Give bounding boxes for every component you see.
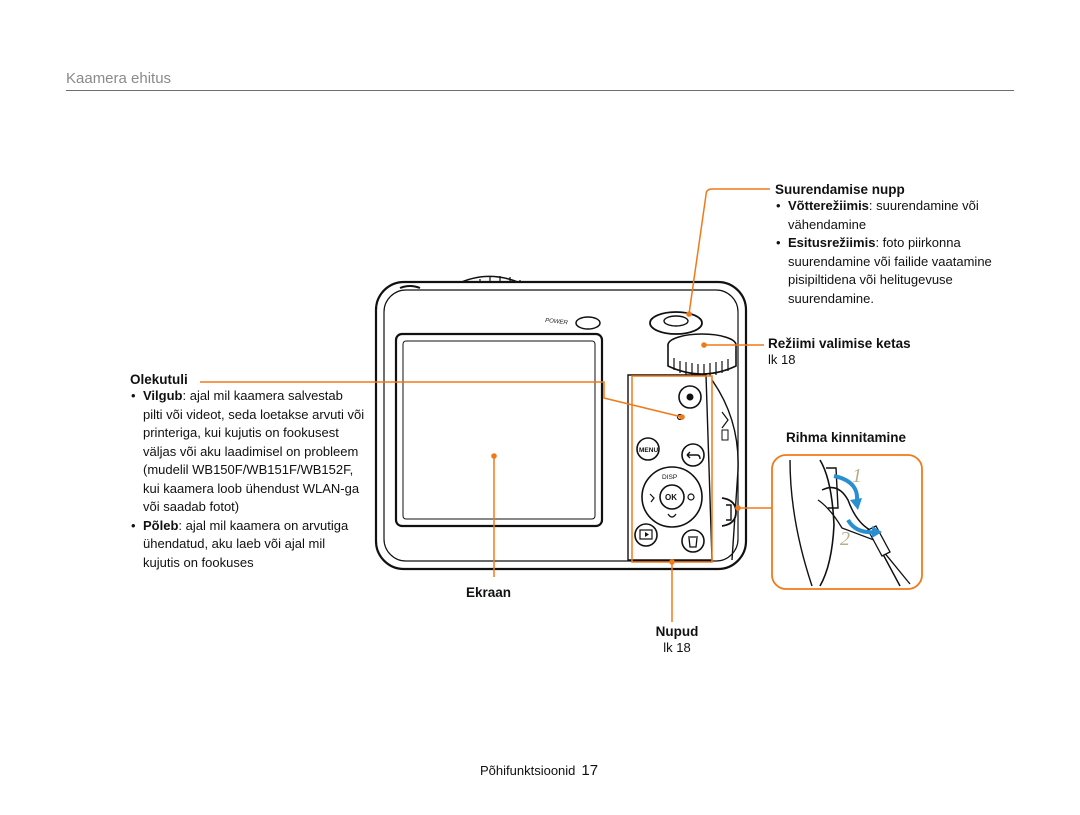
- power-button-graphic: POWER: [545, 316, 601, 330]
- ok-label: OK: [665, 493, 677, 502]
- status-light-title: Olekutuli: [130, 372, 188, 387]
- zoom-item: Esitusrežiimis: foto piirkonna suurendam…: [775, 234, 1015, 308]
- status-light-term: Põleb: [143, 517, 179, 533]
- menu-label: MENU: [639, 447, 658, 454]
- disp-label: DISP: [662, 474, 677, 481]
- status-light-desc: : ajal mil kaamera salvestab pilti või v…: [143, 388, 365, 514]
- status-light-item: Põleb: ajal mil kaamera on arvutiga ühen…: [130, 517, 365, 573]
- title-divider: [66, 90, 1014, 91]
- strap-inset: 1 2: [771, 454, 923, 590]
- zoom-desc: : foto piirkonna suurendamine või failid…: [788, 235, 992, 306]
- zoom-button-title: Suurendamise nupp: [775, 182, 905, 197]
- page-footer: Põhifunktsioonid 17: [480, 762, 598, 779]
- buttons-callout: Nupud lk 18: [647, 624, 707, 658]
- mode-dial-graphic: [667, 333, 737, 376]
- control-panel-graphic: MENU OK DISP: [627, 374, 739, 561]
- zoom-item: Võtterežiimis: suurendamine või vähendam…: [775, 197, 1015, 234]
- zoom-lever-graphic: [649, 311, 703, 335]
- strap-step-2: 2: [840, 528, 850, 550]
- zoom-desc: : suurendamine või vähendamine: [788, 198, 979, 232]
- callout-dots: [491, 311, 741, 565]
- buttons-title: Nupud: [655, 624, 699, 639]
- mode-dial-callout: Režiimi valimise ketas lk 18: [768, 336, 968, 370]
- lcd-screen-graphic: [394, 332, 604, 528]
- page-title: Kaamera ehitus: [66, 70, 172, 87]
- zoom-term: Esitusrežiimis: [788, 235, 876, 250]
- strap-title: Rihma kinnitamine: [786, 430, 907, 445]
- buttons-ref: lk 18: [663, 640, 691, 655]
- mode-dial-ref: lk 18: [768, 352, 796, 367]
- status-light-item: Vilgub: ajal mil kaamera salvestab pilti…: [130, 387, 365, 517]
- screen-label: Ekraan: [466, 585, 512, 600]
- status-light-desc: : ajal mil kaamera on arvutiga ühendatud…: [143, 517, 349, 570]
- power-label: POWER: [545, 318, 569, 326]
- zoom-term: Võtterežiimis: [788, 198, 869, 213]
- footer-section: Põhifunktsioonid: [480, 763, 576, 778]
- callout-lines: [200, 188, 772, 622]
- zoom-button-callout: Suurendamise nupp Võtterežiimis: suurend…: [775, 182, 1015, 308]
- status-light-callout: Olekutuli Vilgub: ajal mil kaamera salve…: [130, 372, 365, 572]
- page-number: 17: [581, 762, 599, 779]
- status-light-term: Vilgub: [143, 388, 183, 403]
- mode-dial-title: Režiimi valimise ketas: [768, 336, 911, 351]
- strap-step-1: 1: [852, 465, 862, 487]
